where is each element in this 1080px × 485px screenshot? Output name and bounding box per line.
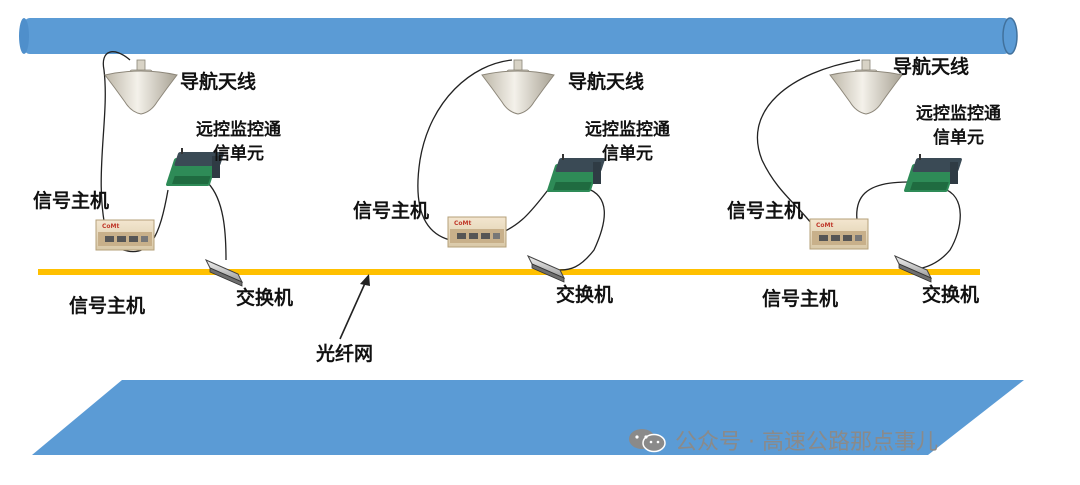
device-badge: CoMt <box>454 220 471 227</box>
remote-unit-label-line2: 信单元 <box>196 142 281 166</box>
switch-device-1 <box>206 260 242 286</box>
device-badge: CoMt <box>102 223 119 230</box>
wechat-icon <box>627 427 667 453</box>
antenna-1 <box>105 60 177 114</box>
switch-label-2: 交换机 <box>556 286 613 305</box>
fiber-arrow <box>340 274 370 339</box>
antenna-label-3: 导航天线 <box>893 58 969 77</box>
switch-device-2 <box>528 256 564 282</box>
remote-unit-3 <box>903 154 962 192</box>
remote-unit-label-line2: 信单元 <box>916 126 1001 150</box>
remote-unit-label-2: 远控监控通 信单元 <box>585 118 670 166</box>
signal-host-label-5: 信号主机 <box>762 290 838 309</box>
signal-host-box-2: CoMt <box>448 217 506 247</box>
remote-unit-label-line2: 信单元 <box>585 142 670 166</box>
tunnel-pipe <box>19 18 1017 54</box>
antenna-label-1: 导航天线 <box>180 73 256 92</box>
signal-host-box-1: CoMt <box>96 220 154 250</box>
signal-host-box-3: CoMt <box>810 219 868 249</box>
switch-label-1: 交换机 <box>236 289 293 308</box>
remote-unit-label-1: 远控监控通 信单元 <box>196 118 281 166</box>
antenna-label-2: 导航天线 <box>568 73 644 92</box>
remote-unit-label-line1: 远控监控通 <box>196 118 281 142</box>
remote-unit-label-3: 远控监控通 信单元 <box>916 102 1001 150</box>
antenna-2 <box>482 60 554 114</box>
fiber-network-label: 光纤网 <box>316 345 373 364</box>
signal-host-label-4: 信号主机 <box>69 297 145 316</box>
antenna-3 <box>830 60 902 114</box>
signal-host-label-1: 信号主机 <box>33 192 109 211</box>
signal-host-label-3: 信号主机 <box>727 202 803 221</box>
remote-unit-label-line1: 远控监控通 <box>916 102 1001 126</box>
remote-unit-label-line1: 远控监控通 <box>585 118 670 142</box>
watermark-text: 公众号 · 高速公路那点事儿 <box>675 424 938 456</box>
signal-host-label-2: 信号主机 <box>353 202 429 221</box>
watermark: 公众号 · 高速公路那点事儿 <box>627 424 938 456</box>
switch-label-3: 交换机 <box>922 286 979 305</box>
switch-device-3 <box>895 256 931 282</box>
device-badge: CoMt <box>816 222 833 229</box>
